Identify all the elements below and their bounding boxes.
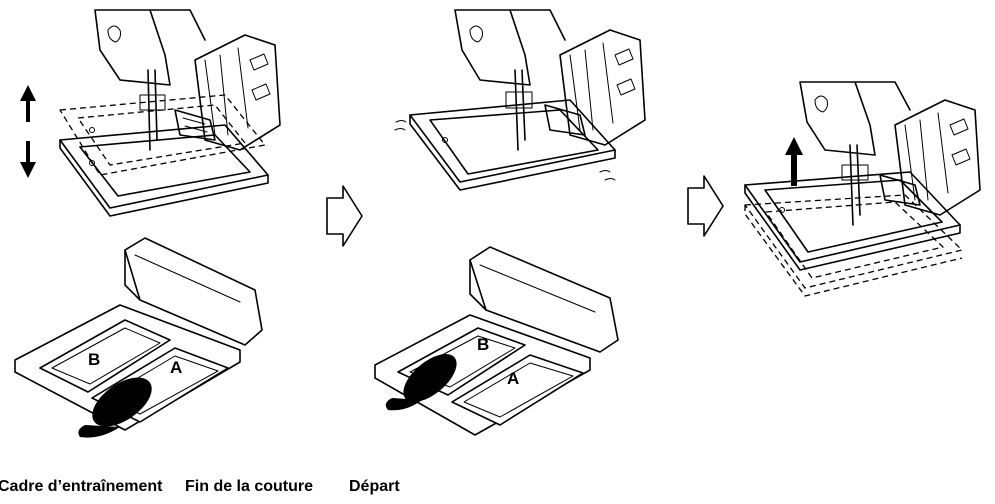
pedal-label-a-2: A xyxy=(507,369,519,388)
machine-head-2 xyxy=(454,9,646,151)
pedal-label-b-2: B xyxy=(477,335,489,354)
machine-head-3 xyxy=(799,81,981,226)
pedal-label-a-1: A xyxy=(170,358,182,377)
hollow-right-arrow-icon xyxy=(326,185,363,247)
caption-end-of-sewing: Fin de la couture xyxy=(185,478,314,495)
caption-start: Départ xyxy=(349,478,400,495)
work-clamp-frame-3 xyxy=(744,171,963,297)
machine-head-1 xyxy=(94,9,281,151)
foot-icon xyxy=(385,354,457,411)
work-clamp-frame-1 xyxy=(59,94,269,217)
foot-pedal-2: B A xyxy=(374,246,619,436)
caption-drive-frame: Cadre d’entraînement xyxy=(0,478,163,495)
up-down-arrow-icon xyxy=(20,85,36,178)
pedal-label-b-1: B xyxy=(88,350,100,369)
hollow-right-arrow-icon xyxy=(687,175,724,237)
foot-pedal-1: B A xyxy=(14,237,263,431)
up-arrow-icon xyxy=(785,137,803,186)
work-clamp-frame-2 xyxy=(394,99,616,191)
foot-icon xyxy=(78,377,152,438)
